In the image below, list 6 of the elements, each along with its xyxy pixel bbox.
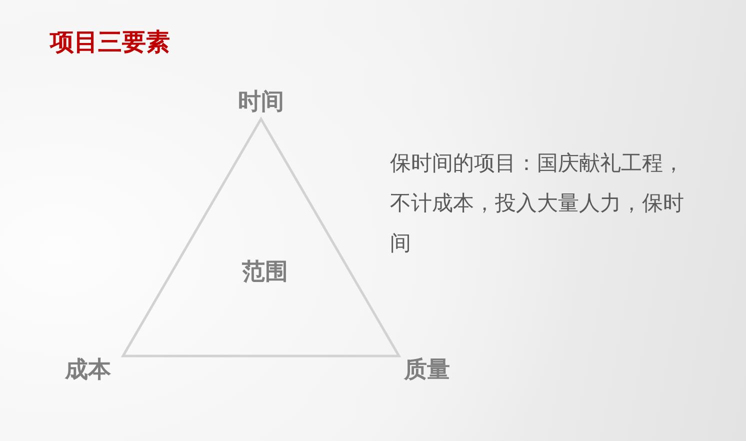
vertex-label: 质量 [404, 356, 450, 384]
center-label: 范围 [242, 258, 288, 286]
vertex-label: 成本 [65, 356, 111, 384]
note-text: 保时间的项目：国庆献礼工程，不计成本，投入大量人力，保时间 [390, 150, 685, 257]
vertex-label: 时间 [238, 88, 284, 116]
slide-title: 项目三要素 [50, 27, 170, 57]
